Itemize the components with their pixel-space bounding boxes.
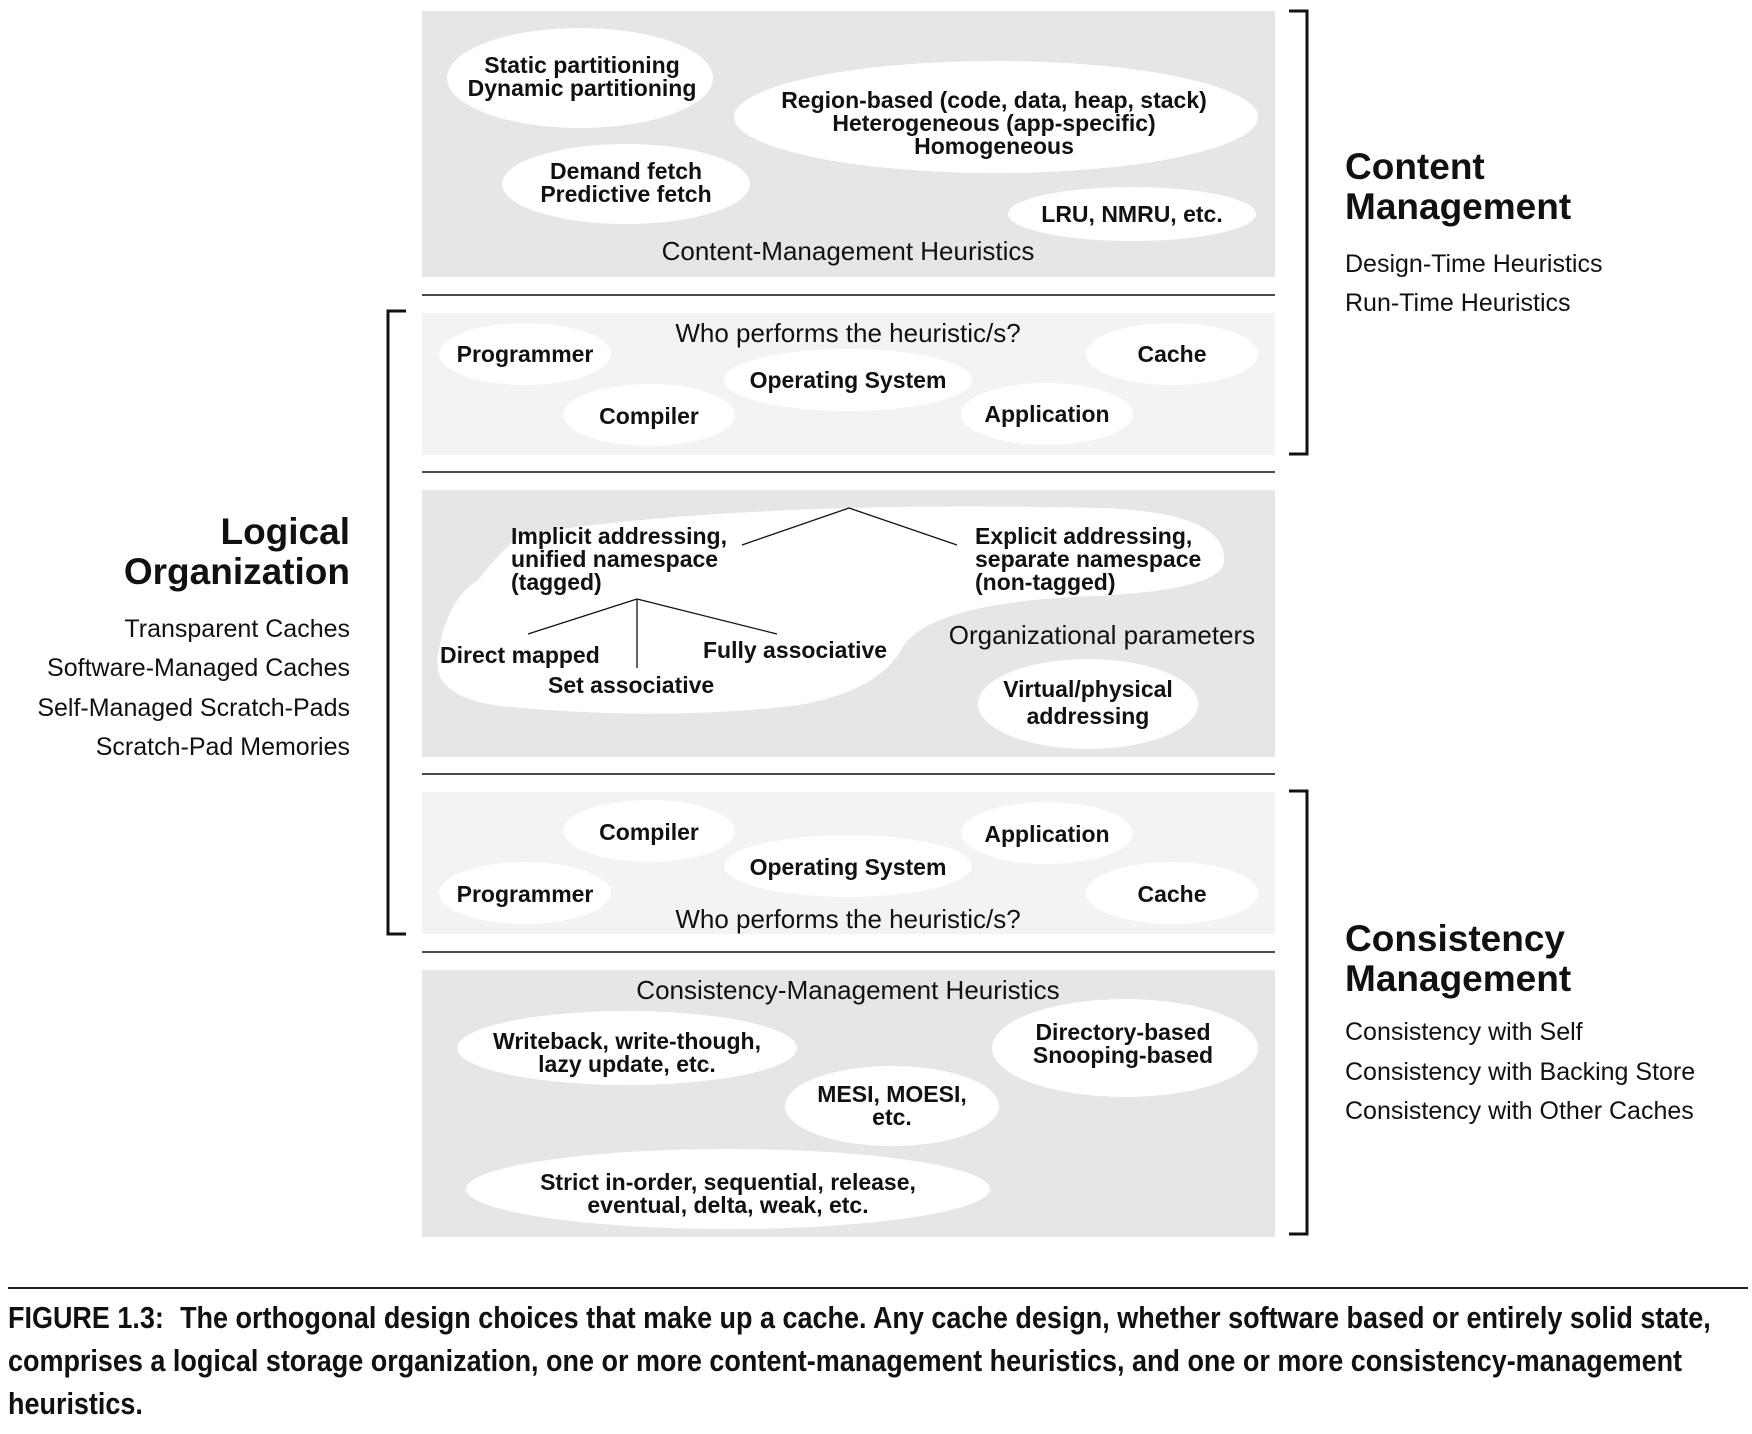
demand-fetch-label: Demand fetch: [550, 158, 702, 184]
logical-organization-title-1: Logical: [220, 511, 350, 552]
who-bottom-programmer-ellipse: [439, 862, 611, 924]
content-management-title-2: Management: [1345, 186, 1571, 227]
logical-organization-bracket: [386, 309, 406, 936]
cache-design-diagram: Static partitioning Dynamic partitioning…: [37, 9, 1695, 1237]
content-management-title-1: Content: [1345, 146, 1485, 187]
mesi-line-1: MESI, MOESI,: [817, 1081, 967, 1107]
caption-label: FIGURE 1.3:: [8, 1300, 164, 1335]
homogeneous-label: Homogeneous: [914, 133, 1074, 159]
explicit-line-1: Explicit addressing,: [975, 523, 1192, 549]
who-bottom-cache: Cache: [1137, 881, 1206, 907]
caption-rule: [8, 1287, 1748, 1289]
consistency-heuristics-title: Consistency-Management Heuristics: [636, 975, 1059, 1005]
content-heuristics-title: Content-Management Heuristics: [662, 236, 1035, 266]
mesi-ellipse: [785, 1066, 999, 1146]
who-bottom-programmer: Programmer: [457, 881, 594, 907]
heterogeneous-label: Heterogeneous (app-specific): [832, 110, 1155, 136]
who-bottom-application: Application: [984, 821, 1109, 847]
content-management-item-2: Run-Time Heuristics: [1345, 289, 1571, 317]
logical-organization-item-4: Scratch-Pad Memories: [96, 733, 350, 761]
who-top-compiler-ellipse: [563, 384, 735, 446]
region-based-label: Region-based (code, data, heap, stack): [781, 87, 1207, 113]
consistency-management-item-3: Consistency with Other Caches: [1345, 1097, 1694, 1125]
regions-ellipse: [734, 61, 1258, 173]
addressing-blob: [437, 506, 1225, 714]
implicit-line-3: (tagged): [511, 569, 602, 595]
directory-line-2: Snooping-based: [1033, 1042, 1213, 1068]
who-top-cache: Cache: [1137, 341, 1206, 367]
organizational-parameters-label: Organizational parameters: [949, 620, 1255, 650]
direct-mapped-label: Direct mapped: [440, 642, 600, 668]
who-top-os-ellipse: [724, 349, 972, 411]
consistency-management-title-2: Management: [1345, 958, 1571, 999]
fetch-ellipse: [502, 144, 750, 224]
writeback-line-2: lazy update, etc.: [538, 1051, 716, 1077]
who-top-os: Operating System: [750, 367, 947, 393]
content-management-bracket: [1289, 9, 1309, 456]
virtual-physical-line-2: addressing: [1027, 703, 1150, 729]
who-top-programmer: Programmer: [457, 341, 594, 367]
virtual-physical-line-1: Virtual/physical: [1003, 676, 1173, 702]
set-associative-label: Set associative: [548, 672, 714, 698]
mesi-line-2: etc.: [872, 1104, 912, 1130]
writeback-ellipse: [457, 1011, 797, 1085]
virtual-physical-ellipse: [978, 659, 1198, 749]
replacement-ellipse: [1008, 187, 1256, 241]
ordering-line-1: Strict in-order, sequential, release,: [540, 1169, 916, 1195]
directory-line-1: Directory-based: [1035, 1019, 1210, 1045]
logical-organization-item-1: Transparent Caches: [124, 615, 350, 643]
replacement-label: LRU, NMRU, etc.: [1041, 201, 1222, 227]
consistency-management-item-1: Consistency with Self: [1345, 1018, 1583, 1046]
directory-ellipse: [992, 999, 1258, 1097]
implicit-line-2: unified namespace: [511, 546, 718, 572]
who-top-question: Who performs the heuristic/s?: [675, 318, 1020, 348]
who-bottom-compiler: Compiler: [599, 819, 699, 845]
who-bottom-compiler-ellipse: [563, 800, 735, 862]
who-top-application: Application: [984, 401, 1109, 427]
explicit-line-2: separate namespace: [975, 546, 1201, 572]
implicit-line-1: Implicit addressing,: [511, 523, 727, 549]
addressing-tree-lines: [527, 507, 958, 668]
explicit-line-3: (non-tagged): [975, 569, 1116, 595]
who-bottom-question: Who performs the heuristic/s?: [675, 904, 1020, 934]
consistency-management-item-2: Consistency with Backing Store: [1345, 1058, 1695, 1086]
fully-associative-label: Fully associative: [703, 637, 887, 663]
who-bottom-os: Operating System: [750, 854, 947, 880]
who-bottom-application-ellipse: [961, 802, 1133, 864]
who-bottom-os-ellipse: [724, 835, 972, 897]
dynamic-partitioning-label: Dynamic partitioning: [468, 75, 697, 101]
who-bottom-cache-ellipse: [1086, 862, 1258, 924]
consistency-management-title-1: Consistency: [1345, 918, 1565, 959]
logical-organization-item-3: Self-Managed Scratch-Pads: [37, 694, 350, 722]
figure-caption: FIGURE 1.3: The orthogonal design choice…: [8, 1296, 1744, 1425]
logical-organization-title-2: Organization: [124, 551, 350, 592]
predictive-fetch-label: Predictive fetch: [540, 181, 711, 207]
static-partitioning-label: Static partitioning: [484, 52, 680, 78]
ordering-ellipse: [466, 1149, 990, 1229]
who-top-cache-ellipse: [1086, 323, 1258, 385]
writeback-line-1: Writeback, write-though,: [493, 1028, 761, 1054]
who-top-application-ellipse: [961, 383, 1133, 445]
content-management-item-1: Design-Time Heuristics: [1345, 250, 1602, 278]
who-top-compiler: Compiler: [599, 403, 699, 429]
who-top-programmer-ellipse: [439, 323, 611, 385]
ordering-line-2: eventual, delta, weak, etc.: [587, 1192, 868, 1218]
consistency-management-bracket: [1289, 789, 1309, 1236]
logical-organization-item-2: Software-Managed Caches: [47, 654, 350, 682]
caption-text: The orthogonal design choices that make …: [8, 1300, 1711, 1421]
partitioning-ellipse: [447, 28, 713, 128]
